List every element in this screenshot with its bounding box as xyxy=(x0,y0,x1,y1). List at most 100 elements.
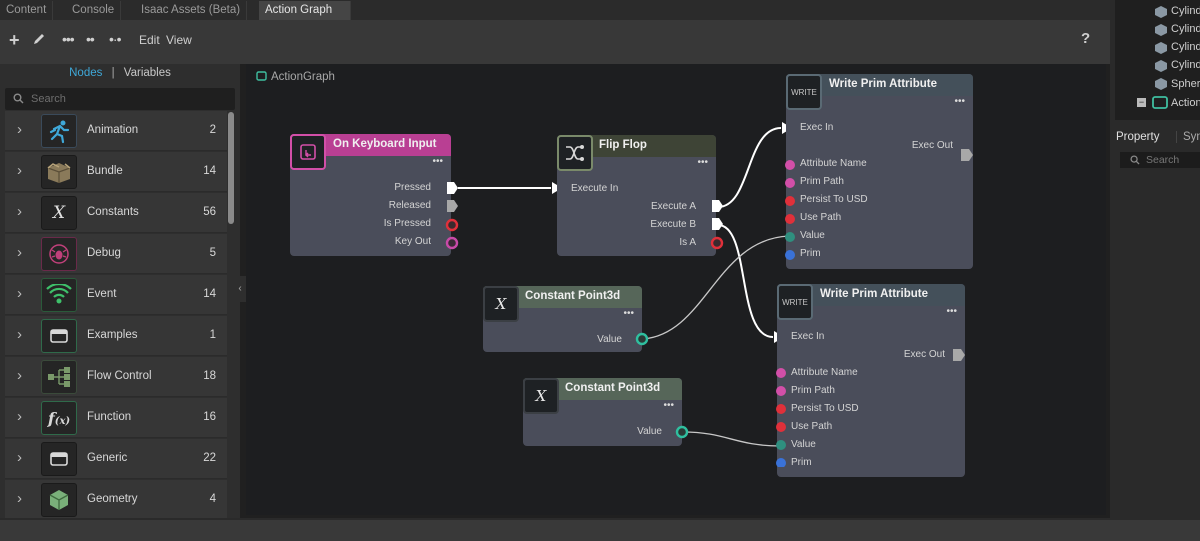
node-title: On Keyboard Input xyxy=(333,138,437,150)
search-icon xyxy=(13,88,24,111)
stage-item-cylinder[interactable]: Cylinder xyxy=(1171,59,1200,71)
node-constant-point3d-1[interactable]: Constant Point3d X ••• Value xyxy=(483,286,642,352)
category-count: 16 xyxy=(203,411,216,423)
keyboard-output-pins[interactable] xyxy=(444,174,464,254)
flip-flop-icon xyxy=(557,135,593,171)
node-constant-point3d-2[interactable]: Constant Point3d X ••• Value xyxy=(523,378,682,446)
node-flip-flop[interactable]: Flip Flop ••• Execute In Execute A Execu… xyxy=(557,135,716,256)
property-search-input[interactable]: Search xyxy=(1120,152,1200,168)
node-title: Write Prim Attribute xyxy=(829,78,937,90)
const2-output-pin[interactable] xyxy=(674,424,690,440)
add-icon[interactable]: + xyxy=(9,30,20,50)
property-tabs: Property Sync xyxy=(1110,128,1200,148)
port-key-out: Key Out xyxy=(394,236,431,247)
node-header xyxy=(777,284,965,306)
category-bundle[interactable]: › Bundle 14 xyxy=(5,152,227,192)
category-animation[interactable]: › Animation 2 xyxy=(5,111,227,151)
write-icon: WRITE xyxy=(777,284,813,320)
port-is-pressed: Is Pressed xyxy=(383,218,431,229)
node-menu-icon[interactable]: ••• xyxy=(623,308,634,319)
window-icon xyxy=(41,442,77,476)
chevron-right-icon[interactable]: › xyxy=(17,285,22,302)
stage-item-cylinder[interactable]: Cylinder xyxy=(1171,41,1200,53)
layout-dots-icon[interactable]: ••• xyxy=(62,31,75,47)
function-fx-icon: f(x) xyxy=(41,401,77,435)
node-write-prim-attribute-1[interactable]: Write Prim Attribute WRITE ••• Exec In E… xyxy=(786,74,973,269)
category-flow-control[interactable]: › Flow Control 18 xyxy=(5,357,227,397)
write2-pins[interactable] xyxy=(774,349,974,467)
stage-item-action-graph[interactable]: ActionGraph xyxy=(1171,97,1200,109)
stage-item-sphere[interactable]: Sphere xyxy=(1171,78,1200,90)
node-menu-icon[interactable]: ••• xyxy=(663,400,674,411)
category-label: Function xyxy=(87,411,132,423)
category-label: Debug xyxy=(87,247,121,259)
tab-console[interactable]: Console xyxy=(66,1,122,20)
chevron-right-icon[interactable]: › xyxy=(17,490,22,507)
chevron-right-icon[interactable]: › xyxy=(17,326,22,343)
node-header xyxy=(786,74,973,96)
layout-two-dots-icon[interactable]: •• xyxy=(86,31,95,47)
tab-variables[interactable]: Variables xyxy=(123,67,171,79)
node-menu-icon[interactable]: ••• xyxy=(697,157,708,168)
node-menu-icon[interactable]: ••• xyxy=(954,96,965,107)
port-execute-in: Execute In xyxy=(571,183,619,194)
category-event[interactable]: › Event 14 xyxy=(5,275,227,315)
tab-sync[interactable]: Sync xyxy=(1176,131,1200,143)
collapse-panel-arrow-icon[interactable]: ‹ xyxy=(234,276,246,302)
chevron-right-icon[interactable]: › xyxy=(17,121,22,138)
box-icon xyxy=(41,155,77,189)
category-constants[interactable]: › X Constants 56 xyxy=(5,193,227,233)
node-title: Write Prim Attribute xyxy=(820,288,928,300)
view-menu[interactable]: View xyxy=(166,33,192,47)
node-menu-icon[interactable]: ••• xyxy=(946,306,957,317)
category-function[interactable]: › f(x) Function 16 xyxy=(5,398,227,438)
port-execute-a: Execute A xyxy=(650,201,696,212)
category-examples[interactable]: › Examples 1 xyxy=(5,316,227,356)
port-prim-path: Prim Path xyxy=(800,176,844,187)
flipflop-output-pins[interactable] xyxy=(709,194,729,254)
tab-action-graph[interactable]: Action Graph xyxy=(259,1,351,20)
port-is-a: Is A xyxy=(679,237,696,248)
search-placeholder: Search xyxy=(31,93,66,105)
node-write-prim-attribute-2[interactable]: Write Prim Attribute WRITE ••• Exec In E… xyxy=(777,284,965,477)
chevron-right-icon[interactable]: › xyxy=(17,408,22,425)
edit-menu[interactable]: Edit xyxy=(139,33,160,47)
node-on-keyboard-input[interactable]: On Keyboard Input ••• Pressed Released I… xyxy=(290,134,451,256)
port-exec-out: Exec Out xyxy=(911,140,953,151)
pencil-icon[interactable] xyxy=(32,32,46,49)
chevron-right-icon[interactable]: › xyxy=(17,449,22,466)
help-icon[interactable]: ? xyxy=(1081,30,1091,47)
chevron-right-icon[interactable]: › xyxy=(17,203,22,220)
const1-output-pin[interactable] xyxy=(634,331,650,347)
tab-nodes[interactable]: Nodes xyxy=(69,67,103,79)
port-value: Value xyxy=(800,230,825,241)
category-geometry[interactable]: › Geometry 4 xyxy=(5,480,227,520)
action-graph-canvas[interactable]: ActionGraph On Keyboard Input ••• Presse… xyxy=(246,64,1106,515)
category-label: Geometry xyxy=(87,493,138,505)
layout-spread-icon[interactable]: •·• xyxy=(109,31,122,47)
write1-pins[interactable] xyxy=(783,149,983,269)
tab-property[interactable]: Property xyxy=(1116,131,1160,143)
library-scrollbar[interactable] xyxy=(228,112,234,224)
tab-content[interactable]: Content xyxy=(0,1,54,20)
write-icon: WRITE xyxy=(786,74,822,110)
graph-title-text: ActionGraph xyxy=(271,71,335,83)
node-search-input[interactable]: Search xyxy=(5,88,235,110)
stage-item-cylinder[interactable]: Cylinder xyxy=(1171,23,1200,35)
port-value: Value xyxy=(791,439,816,450)
tab-isaac-assets[interactable]: Isaac Assets (Beta) xyxy=(135,1,248,20)
category-label: Bundle xyxy=(87,165,123,177)
status-bar xyxy=(0,518,1200,541)
port-exec-in: Exec In xyxy=(791,331,825,342)
collapse-toggle-icon[interactable]: − xyxy=(1137,97,1146,107)
category-debug[interactable]: › Debug 5 xyxy=(5,234,227,274)
tab-bar: Content Console Isaac Assets (Beta) Acti… xyxy=(0,0,1110,20)
chevron-right-icon[interactable]: › xyxy=(17,162,22,179)
category-generic[interactable]: › Generic 22 xyxy=(5,439,227,479)
node-header xyxy=(290,134,451,156)
chevron-right-icon[interactable]: › xyxy=(17,367,22,384)
chevron-right-icon[interactable]: › xyxy=(17,244,22,261)
node-menu-icon[interactable]: ••• xyxy=(432,156,443,167)
stage-prim-icons xyxy=(1155,6,1167,90)
stage-item-cylinder[interactable]: Cylinder xyxy=(1171,5,1200,17)
